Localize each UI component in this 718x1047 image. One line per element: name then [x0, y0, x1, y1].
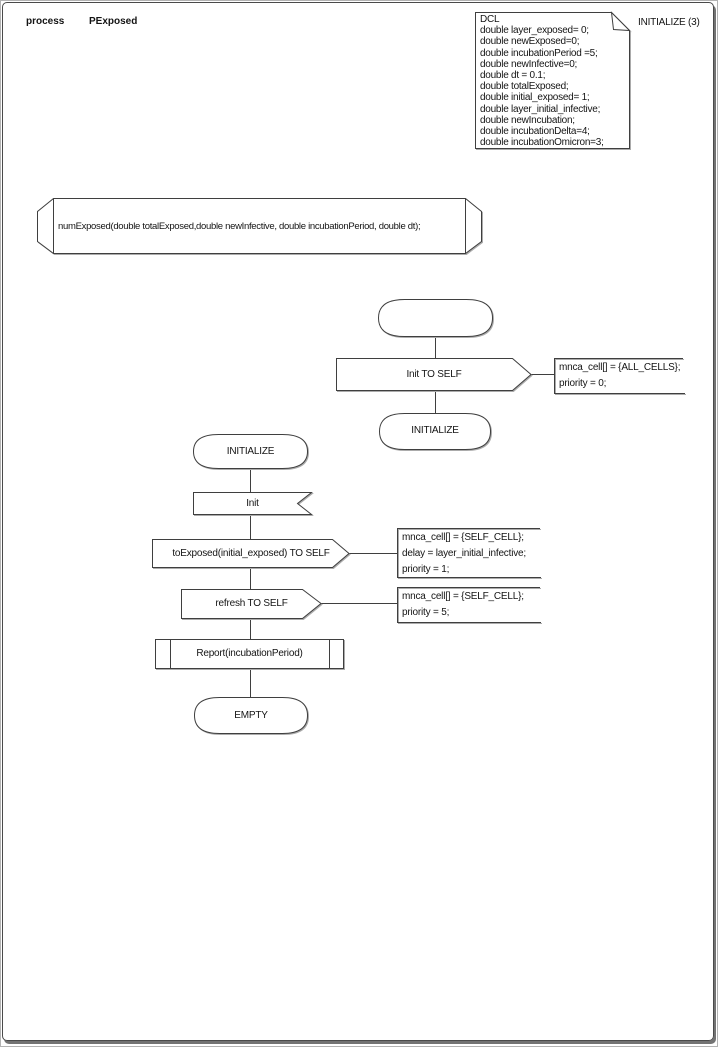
dcl-keyword: DCL [480, 14, 500, 25]
output-init-symbol[interactable] [336, 358, 532, 391]
comment-refresh-text: mnca_cell[] = {SELF_CELL}; priority = 5; [402, 589, 524, 621]
dcl-line: double newExposed=0; [480, 36, 580, 48]
procedure-declaration-text: numExposed(double totalExposed,double ne… [58, 220, 421, 232]
dcl-line: double layer_initial_infective; [480, 103, 601, 115]
start-symbol[interactable] [377, 299, 494, 337]
comment-init-bracket[interactable] [554, 358, 686, 394]
comment-line: mnca_cell[] = {SELF_CELL}; [402, 591, 524, 602]
comment-line: mnca_cell[] = {ALL_CELLS}; [559, 362, 681, 373]
output-refresh-symbol[interactable] [181, 589, 322, 619]
nextstate-initialize-symbol[interactable] [378, 413, 492, 450]
dcl-line: double newInfective=0; [480, 58, 578, 70]
dcl-line: double layer_exposed= 0; [480, 25, 589, 37]
comment-refresh-bracket[interactable] [397, 587, 542, 623]
note-folded-corner-icon [610, 11, 631, 32]
comment-init-text: mnca_cell[] = {ALL_CELLS}; priority = 0; [559, 360, 680, 392]
dcl-declarations-text: DCL double layer_exposed= 0; double newE… [480, 14, 604, 148]
comment-toexposed-bracket[interactable] [397, 528, 542, 578]
output-toexposed-symbol[interactable] [152, 539, 350, 568]
flow-connectors [250, 336, 555, 698]
state-initialize-symbol[interactable] [192, 434, 309, 469]
comment-line: mnca_cell[] = {SELF_CELL}; [402, 532, 524, 543]
comment-line: priority = 0; [559, 378, 607, 389]
dcl-line: double dt = 0.1; [480, 70, 546, 82]
process-name-label: PExposed [89, 16, 138, 27]
dcl-note-box[interactable] [475, 12, 630, 149]
comment-toexposed-text: mnca_cell[] = {SELF_CELL}; delay = layer… [402, 530, 526, 578]
dcl-line: double initial_exposed= 1; [480, 92, 590, 104]
dcl-line: double incubationDelta=4; [480, 126, 590, 138]
input-init-symbol[interactable] [193, 492, 313, 515]
dcl-line: double newIncubation; [480, 114, 575, 126]
comment-line: delay = layer_initial_infective; [402, 548, 526, 559]
state-empty-symbol[interactable] [193, 697, 309, 734]
page-reference-label: INITIALIZE (3) [638, 17, 700, 28]
comment-line: priority = 1; [402, 564, 450, 575]
dcl-line: double incubationPeriod =5; [480, 47, 598, 59]
dcl-line: double incubationOmicron=3; [480, 137, 604, 149]
dcl-line: double totalExposed; [480, 81, 569, 93]
comment-line: priority = 5; [402, 607, 450, 618]
procedure-call-report-symbol[interactable] [155, 639, 344, 669]
diagram-kind-label: process [26, 16, 65, 27]
